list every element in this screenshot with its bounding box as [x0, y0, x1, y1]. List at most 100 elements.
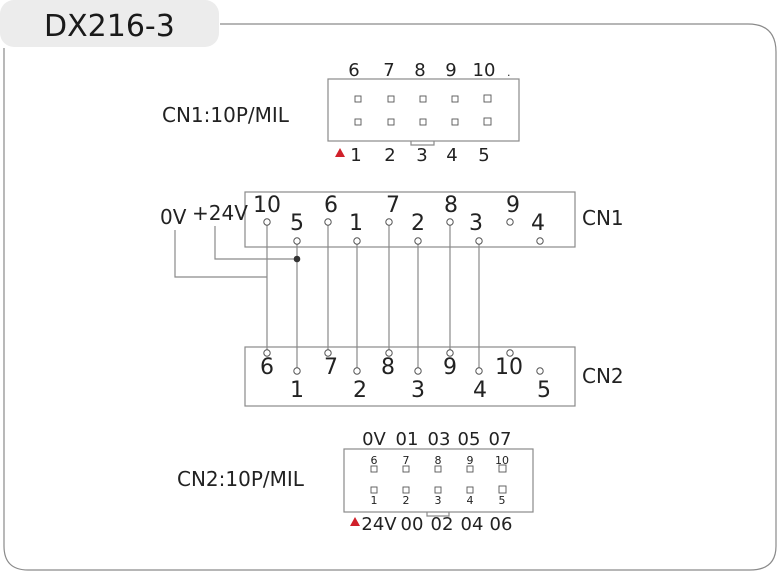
terminal-pin — [385, 349, 393, 357]
cn1-header-bottom-number: 1 — [350, 145, 361, 166]
cn2-header-pins — [370, 464, 507, 494]
terminal-pin — [263, 349, 271, 357]
cn2-header-signal: 07 — [489, 429, 512, 450]
cn1-header-pin — [387, 95, 395, 103]
terminal-pin — [324, 349, 332, 357]
cn2-header-signal: 24V — [361, 514, 397, 535]
cn2-terminal-number: 5 — [537, 378, 551, 403]
cn1-header-pin — [354, 95, 362, 103]
cn1-terminal-top-numbers: 10 6 7 8 9 — [253, 193, 520, 218]
wires — [174, 222, 480, 371]
cn2-header-inner-bottom: 1 2 3 4 5 — [371, 494, 506, 507]
cn1-header-bottom-numbers: 1 2 3 4 5 — [350, 145, 489, 166]
terminal-pin — [293, 237, 301, 245]
cn2-terminal-number: 10 — [495, 355, 523, 380]
cn2-terminal-number: 9 — [443, 355, 457, 380]
cn1-header-bottom-number: 3 — [416, 145, 427, 166]
cn1-header-bottom-number: 4 — [446, 145, 457, 166]
terminal-pin — [414, 237, 422, 245]
cn1-header-pin — [419, 118, 427, 126]
terminal-pin — [506, 218, 514, 226]
terminal-pin — [414, 367, 422, 375]
cn2-header-signal: 0V — [362, 429, 386, 450]
terminal-pin — [446, 218, 454, 226]
cn1-header-top-number: 7 — [383, 60, 394, 81]
cn1-header-top-number: 9 — [445, 60, 456, 81]
cn2-terminal-label: CN2 — [582, 364, 624, 388]
cn2-header-signal: 04 — [461, 514, 484, 535]
cn1-header-pin — [483, 94, 492, 103]
terminal-pin — [385, 218, 393, 226]
cn2-header-label: CN2:10P/MIL — [177, 467, 305, 491]
cn1-header-key — [410, 141, 435, 146]
terminal-pin — [324, 218, 332, 226]
cn2-terminal-number: 4 — [473, 378, 487, 403]
cn1-header-pin — [387, 118, 395, 126]
cn2-header-pin — [402, 465, 410, 473]
title-tab — [0, 0, 219, 47]
cn2-header-pin — [434, 465, 442, 473]
cn1-terminal-number: 7 — [386, 193, 400, 218]
pin1-marker-icon — [350, 517, 360, 526]
junction-dot — [293, 255, 301, 263]
cn2-header-pin-number: 6 — [371, 454, 378, 467]
terminal-pin — [446, 349, 454, 357]
cn2-header-key — [426, 512, 450, 517]
cn2-terminal-number: 8 — [381, 355, 395, 380]
cn2-terminal-number: 1 — [290, 378, 304, 403]
cn2-header-pin — [498, 464, 507, 473]
cn2-header-pin-number: 3 — [435, 494, 442, 507]
cn1-header-pin — [419, 95, 427, 103]
cn2-header-signal: 00 — [401, 514, 424, 535]
cn1-header-top-number: 8 — [414, 60, 425, 81]
cn2-terminal-pins — [263, 349, 544, 375]
cn2-header-pin-number: 10 — [495, 454, 509, 467]
cn1-terminal-number: 6 — [324, 193, 338, 218]
terminal-pin — [536, 367, 544, 375]
cn2-header-pin-number: 7 — [403, 454, 410, 467]
cn1-header-top-extra: . — [507, 66, 511, 79]
cn1-terminal-pins — [263, 218, 544, 245]
cn1-terminal-number: 8 — [444, 193, 458, 218]
cn1-terminal-number: 9 — [506, 193, 520, 218]
cn1-header-bottom-number: 2 — [384, 145, 395, 166]
cn2-header-pin — [370, 465, 378, 473]
v24-label: +24V — [192, 201, 248, 225]
cn2-header-signal: 03 — [428, 429, 451, 450]
cn1-terminal-label: CN1 — [582, 206, 624, 230]
cn1-terminal-number: 10 — [253, 193, 281, 218]
terminal-pin — [475, 237, 483, 245]
cn2-terminal-bottom-numbers: 1 2 3 4 5 — [290, 378, 551, 403]
cn1-header-body — [327, 78, 520, 142]
cn1-header-pin — [451, 118, 459, 126]
ov-label: 0V — [160, 205, 187, 229]
cn1-header-top-number: 6 — [348, 60, 359, 81]
cn2-header-top-labels: 0V 01 03 05 07 — [362, 429, 511, 450]
cn2-header-body — [343, 448, 534, 513]
terminal-pin — [353, 237, 361, 245]
cn1-terminal-number: 3 — [469, 211, 483, 236]
terminal-pin — [536, 237, 544, 245]
cn1-terminal-number: 5 — [290, 211, 304, 236]
outer-frame — [3, 23, 777, 571]
cn2-header-signal: 05 — [458, 429, 481, 450]
cn2-header-pin-number: 1 — [371, 494, 378, 507]
cn2-header-pin-number: 8 — [435, 454, 442, 467]
terminal-pin — [293, 367, 301, 375]
cn1-header-pin — [483, 117, 492, 126]
cn1-terminal-number: 1 — [349, 211, 363, 236]
wire-0v — [174, 230, 267, 278]
cn1-terminal-number: 4 — [531, 211, 545, 236]
cn2-header-pin — [498, 485, 507, 494]
cn2-header-bottom-labels: 24V 00 02 04 06 — [361, 514, 512, 535]
cn1-terminal-bottom-numbers: 5 1 2 3 4 — [290, 211, 545, 236]
cn2-header-pin-number: 9 — [467, 454, 474, 467]
cn1-header-pin — [451, 95, 459, 103]
terminal-pin — [263, 218, 271, 226]
cn1-header-bottom-number: 5 — [478, 145, 489, 166]
pin1-marker-icon — [335, 148, 345, 157]
cn1-header-top-numbers: 6 7 8 9 10 . — [348, 60, 510, 81]
cn2-header-pin — [402, 486, 410, 494]
cn2-header-pin-number: 2 — [403, 494, 410, 507]
